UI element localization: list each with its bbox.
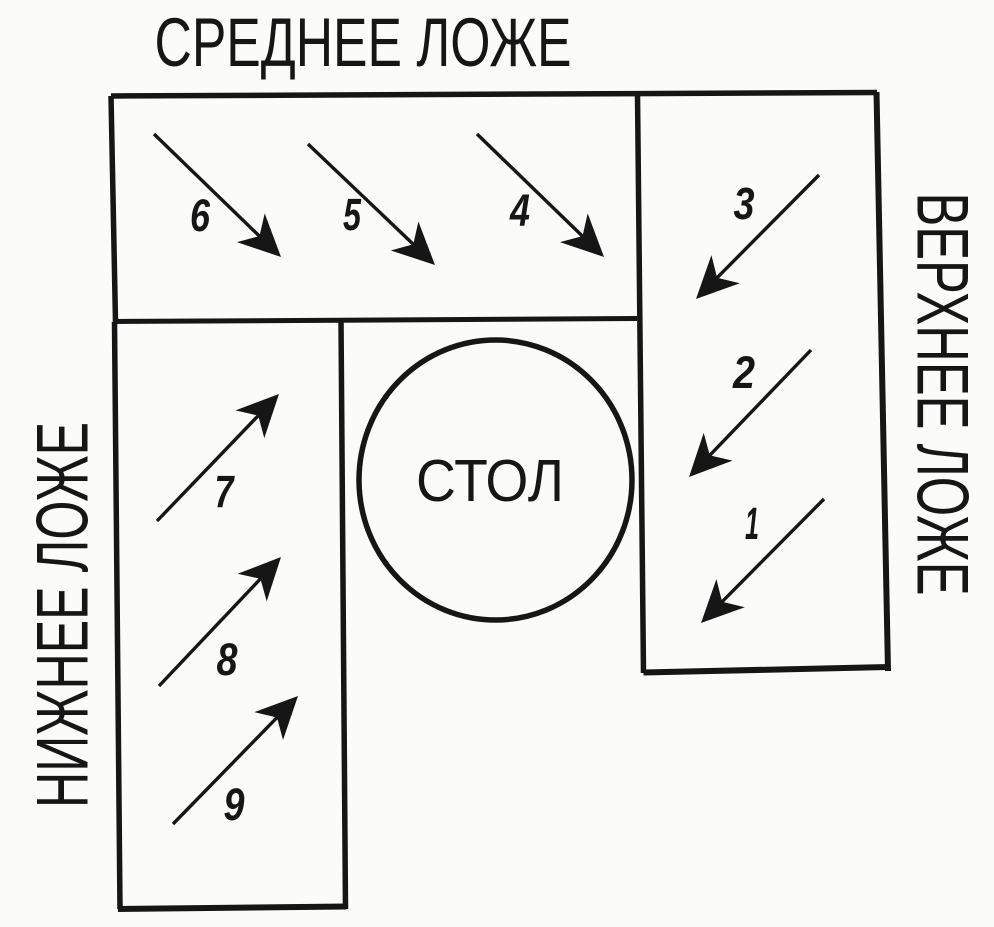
svg-text:СТОЛ: СТОЛ bbox=[416, 448, 564, 514]
svg-text:9: 9 bbox=[224, 779, 245, 830]
svg-text:1: 1 bbox=[745, 498, 759, 549]
svg-text:4: 4 bbox=[509, 185, 530, 236]
svg-text:5: 5 bbox=[343, 189, 362, 240]
svg-text:ВЕРХНЕЕ ЛОЖЕ: ВЕРХНЕЕ ЛОЖЕ bbox=[902, 193, 983, 596]
svg-text:8: 8 bbox=[217, 634, 238, 685]
svg-text:2: 2 bbox=[732, 347, 755, 398]
svg-text:7: 7 bbox=[215, 466, 235, 517]
svg-text:6: 6 bbox=[190, 190, 211, 241]
svg-text:НИЖНЕЕ ЛОЖЕ: НИЖНЕЕ ЛОЖЕ bbox=[23, 422, 104, 808]
svg-text:3: 3 bbox=[734, 178, 755, 229]
svg-text:СРЕДНЕЕ ЛОЖЕ: СРЕДНЕЕ ЛОЖЕ bbox=[155, 4, 572, 81]
